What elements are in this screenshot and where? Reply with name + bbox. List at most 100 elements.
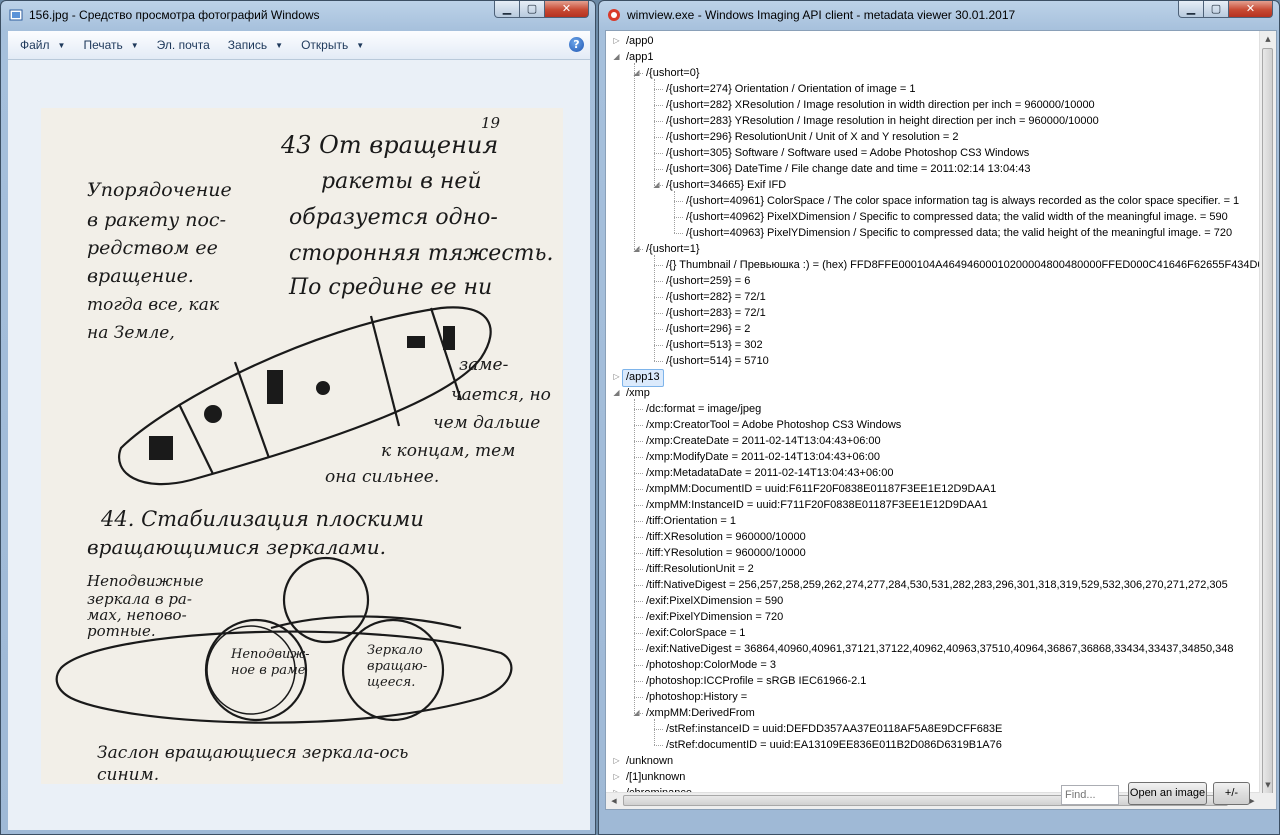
tree-node[interactable]: /{ushort=40961} ColorSpace / The color s… <box>686 195 1240 207</box>
tree-node[interactable]: /{ushort=40963} PixelYDimension / Specif… <box>686 227 1233 239</box>
tree-expand-icon[interactable]: ▷ <box>613 36 620 45</box>
viewer-menu-item[interactable]: Открыть▼ <box>301 38 364 52</box>
tree-node[interactable]: /{ushort=274} Orientation / Orientation … <box>666 83 916 95</box>
tree-node[interactable]: /[1]unknown <box>626 771 686 783</box>
tree-node[interactable]: /stRef:documentID = uuid:EA13109EE836E01… <box>666 739 1002 751</box>
tree-node[interactable]: /tiff:ResolutionUnit = 2 <box>646 563 754 575</box>
tree-node[interactable]: /app0 <box>626 35 654 47</box>
find-input[interactable] <box>1061 785 1119 805</box>
tree-connector <box>634 537 643 538</box>
viewer-menu-item[interactable]: Запись▼ <box>228 38 283 52</box>
scroll-left-arrow-icon[interactable]: ◀ <box>611 797 617 805</box>
tree-node[interactable]: /{ushort=296} = 2 <box>666 323 751 335</box>
ms-bottom-1: Заслон вращающиеся зеркала-ось <box>97 743 408 763</box>
tree-node[interactable]: /{} Thumbnail / Превьюшка :) = (hex) FFD… <box>666 259 1260 271</box>
ms-mirror-note-1: Неподвижные <box>86 572 204 590</box>
tree-collapse-icon[interactable]: ◢ <box>653 180 660 189</box>
scroll-down-arrow-icon[interactable]: ▼ <box>1265 781 1271 789</box>
tree-node[interactable]: /xmpMM:DerivedFrom <box>646 707 755 719</box>
viewer-close-button[interactable]: ✕ <box>545 1 589 18</box>
tree-node[interactable]: /xmpMM:InstanceID = uuid:F711F20F0838E01… <box>646 499 988 511</box>
tree-connector <box>674 191 675 233</box>
tree-node[interactable]: /unknown <box>626 755 674 767</box>
tree-node[interactable]: /photoshop:ICCProfile = sRGB IEC61966-2.… <box>646 675 867 687</box>
viewer-title-bar[interactable]: 156.jpg - Средство просмотра фотографий … <box>1 1 595 29</box>
open-image-button[interactable]: Open an image <box>1128 782 1207 805</box>
tree-node[interactable]: /xmp:MetadataDate = 2011-02-14T13:04:43+… <box>646 467 894 479</box>
tree-node[interactable]: /{ushort=0} <box>646 67 700 79</box>
scroll-up-arrow-icon[interactable]: ▲ <box>1265 35 1271 43</box>
tree-node[interactable]: /{ushort=282} XResolution / Image resolu… <box>666 99 1095 111</box>
tree-node[interactable]: /exif:PixelYDimension = 720 <box>646 611 784 623</box>
wimview-maximize-button[interactable]: ▢ <box>1204 1 1229 18</box>
tree-expand-icon[interactable]: ▷ <box>613 372 620 381</box>
wimview-minimize-button[interactable]: ▁ <box>1178 1 1204 18</box>
viewer-menu-item[interactable]: Файл▼ <box>20 38 65 52</box>
tree-node[interactable]: /{ushort=306} DateTime / File change dat… <box>666 163 1031 175</box>
tree-node[interactable]: /app1 <box>626 51 654 63</box>
tree-expand-icon[interactable]: ▷ <box>613 788 620 793</box>
tree-collapse-icon[interactable]: ◢ <box>633 244 640 253</box>
tree-connector <box>634 681 643 682</box>
tree-node[interactable]: /tiff:Orientation = 1 <box>646 515 736 527</box>
tree-node[interactable]: /exif:ColorSpace = 1 <box>646 627 746 639</box>
ms-line-4: По средине ее ни <box>288 275 492 300</box>
tree-connector <box>634 553 643 554</box>
tree-node[interactable]: /photoshop:History = <box>646 691 748 703</box>
viewer-menu-item[interactable]: Печать▼ <box>83 38 138 52</box>
tree-node[interactable]: /exif:NativeDigest = 36864,40960,40961,3… <box>646 643 1234 655</box>
ms-left-note-5: тогда все, как <box>87 295 220 315</box>
tree-node[interactable]: /app13 <box>622 369 664 387</box>
tree-node[interactable]: /tiff:XResolution = 960000/10000 <box>646 531 806 543</box>
tree-node[interactable]: /chrominance <box>626 787 693 793</box>
ms-bottom-2: синим. <box>97 765 159 784</box>
tree-node[interactable]: /{ushort=282} = 72/1 <box>666 291 766 303</box>
tree-vertical-scrollbar[interactable]: ▲ ▼ <box>1259 31 1276 803</box>
viewer-maximize-button[interactable]: ▢ <box>520 1 545 18</box>
tree-node[interactable]: /{ushort=283} = 72/1 <box>666 307 766 319</box>
tree-expand-icon[interactable]: ▷ <box>613 756 620 765</box>
tree-node[interactable]: /xmp:CreatorTool = Adobe Photoshop CS3 W… <box>646 419 902 431</box>
tree-connector <box>634 713 643 714</box>
tree-node[interactable]: /{ushort=296} ResolutionUnit / Unit of X… <box>666 131 959 143</box>
tree-collapse-icon[interactable]: ◢ <box>633 708 640 717</box>
tree-node[interactable]: /exif:PixelXDimension = 590 <box>646 595 784 607</box>
vertical-scroll-thumb[interactable] <box>1262 48 1273 803</box>
manuscript-drawing: 19 43 От вращения ракеты в ней образуетс… <box>55 114 553 784</box>
tree-connector <box>634 457 643 458</box>
wimview-close-button[interactable]: ✕ <box>1229 1 1273 18</box>
tree-expand-icon[interactable]: ▷ <box>613 772 620 781</box>
viewer-menu-item[interactable]: Эл. почта <box>157 38 210 52</box>
expand-collapse-button[interactable]: +/- <box>1213 782 1250 805</box>
tree-collapse-icon[interactable]: ◢ <box>633 68 640 77</box>
tree-collapse-icon[interactable]: ◢ <box>613 388 620 397</box>
tree-node[interactable]: /{ushort=513} = 302 <box>666 339 763 351</box>
chevron-down-icon: ▼ <box>57 40 66 50</box>
tree-node[interactable]: /photoshop:ColorMode = 3 <box>646 659 776 671</box>
tree-node[interactable]: /tiff:NativeDigest = 256,257,258,259,262… <box>646 579 1228 591</box>
metadata-tree[interactable]: /app0 ▷ /app1 ◢ /{ushort=0} ◢ /{ushort=274} Or… <box>605 30 1277 810</box>
tree-collapse-icon[interactable]: ◢ <box>613 52 620 61</box>
wimview-title-bar[interactable]: wimview.exe - Windows Imaging API client… <box>599 1 1279 29</box>
tree-node[interactable]: /dc:format = image/jpeg <box>646 403 762 415</box>
tree-node[interactable]: /tiff:YResolution = 960000/10000 <box>646 547 806 559</box>
photo-viewer-app-icon <box>9 9 23 21</box>
tree-node[interactable]: /{ushort=34665} Exif IFD <box>666 179 787 191</box>
tree-node[interactable]: /{ushort=259} = 6 <box>666 275 751 287</box>
tree-connector <box>654 719 655 745</box>
tree-node[interactable]: /xmp:CreateDate = 2011-02-14T13:04:43+06… <box>646 435 881 447</box>
tree-node[interactable]: /xmp:ModifyDate = 2011-02-14T13:04:43+06… <box>646 451 881 463</box>
scroll-right-arrow-icon[interactable]: ▶ <box>1249 797 1255 805</box>
tree-node[interactable]: /{ushort=283} YResolution / Image resolu… <box>666 115 1099 127</box>
tree-node[interactable]: /{ushort=1} <box>646 243 700 255</box>
tree-node[interactable]: /xmpMM:DocumentID = uuid:F611F20F0838E01… <box>646 483 997 495</box>
tree-node[interactable]: /{ushort=40962} PixelXDimension / Specif… <box>686 211 1228 223</box>
viewer-minimize-button[interactable]: ▁ <box>494 1 520 18</box>
tree-node[interactable]: /stRef:instanceID = uuid:DEFDD357AA37E01… <box>666 723 1003 735</box>
tree-node[interactable]: /xmp <box>626 387 650 399</box>
help-icon[interactable]: ? <box>569 37 584 52</box>
tree-node[interactable]: /{ushort=514} = 5710 <box>666 355 769 367</box>
ms-circle-right-1: Зеркало <box>367 643 423 658</box>
ms-page-number: 19 <box>481 114 501 132</box>
tree-node[interactable]: /{ushort=305} Software / Software used =… <box>666 147 1030 159</box>
